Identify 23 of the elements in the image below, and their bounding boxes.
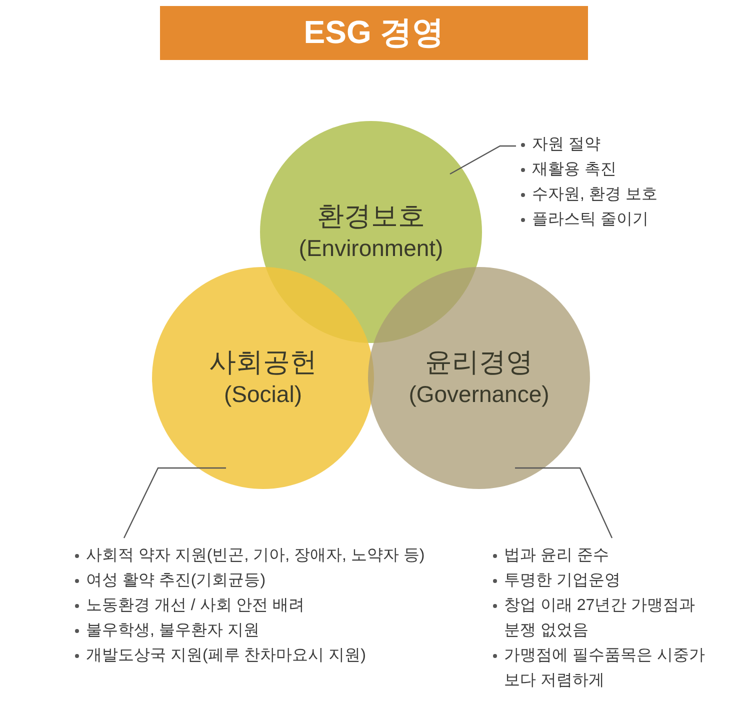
bullet-item: 플라스틱 줄이기: [518, 207, 738, 232]
bullet-item: 자원 절약: [518, 132, 738, 157]
leader-line: [450, 145, 516, 175]
circle-subtitle: (Social): [224, 380, 302, 409]
circle-subtitle: (Governance): [408, 380, 550, 409]
bullet-item: 법과 윤리 준수: [490, 543, 710, 568]
circle-title: 윤리경영: [425, 346, 533, 380]
circle-title: 환경보호: [317, 200, 425, 234]
circle-subtitle: (Environment): [298, 234, 444, 263]
bullet-item: 사회적 약자 지원(빈곤, 기아, 장애자, 노약자 등): [72, 543, 452, 568]
bullet-item: 가맹점에 필수품목은 시중가보다 저렴하게: [490, 643, 710, 693]
bullet-item: 재활용 촉진: [518, 157, 738, 182]
title-banner: ESG 경영: [160, 6, 588, 60]
bullet-item: 창업 이래 27년간 가맹점과 분쟁 없었음: [490, 593, 710, 643]
bullet-item: 노동환경 개선 / 사회 안전 배려: [72, 593, 452, 618]
bullet-item: 투명한 기업운영: [490, 568, 710, 593]
bullet-item: 수자원, 환경 보호: [518, 182, 738, 207]
leader-line: [515, 467, 613, 538]
bullet-item: 여성 활약 추진(기회균등): [72, 568, 452, 593]
circle-title: 사회공헌: [209, 346, 317, 380]
leader-line: [123, 467, 226, 538]
bullet-item: 불우학생, 불우환자 지원: [72, 618, 452, 643]
bullet-item: 개발도상국 지원(페루 찬차마요시 지원): [72, 643, 452, 668]
